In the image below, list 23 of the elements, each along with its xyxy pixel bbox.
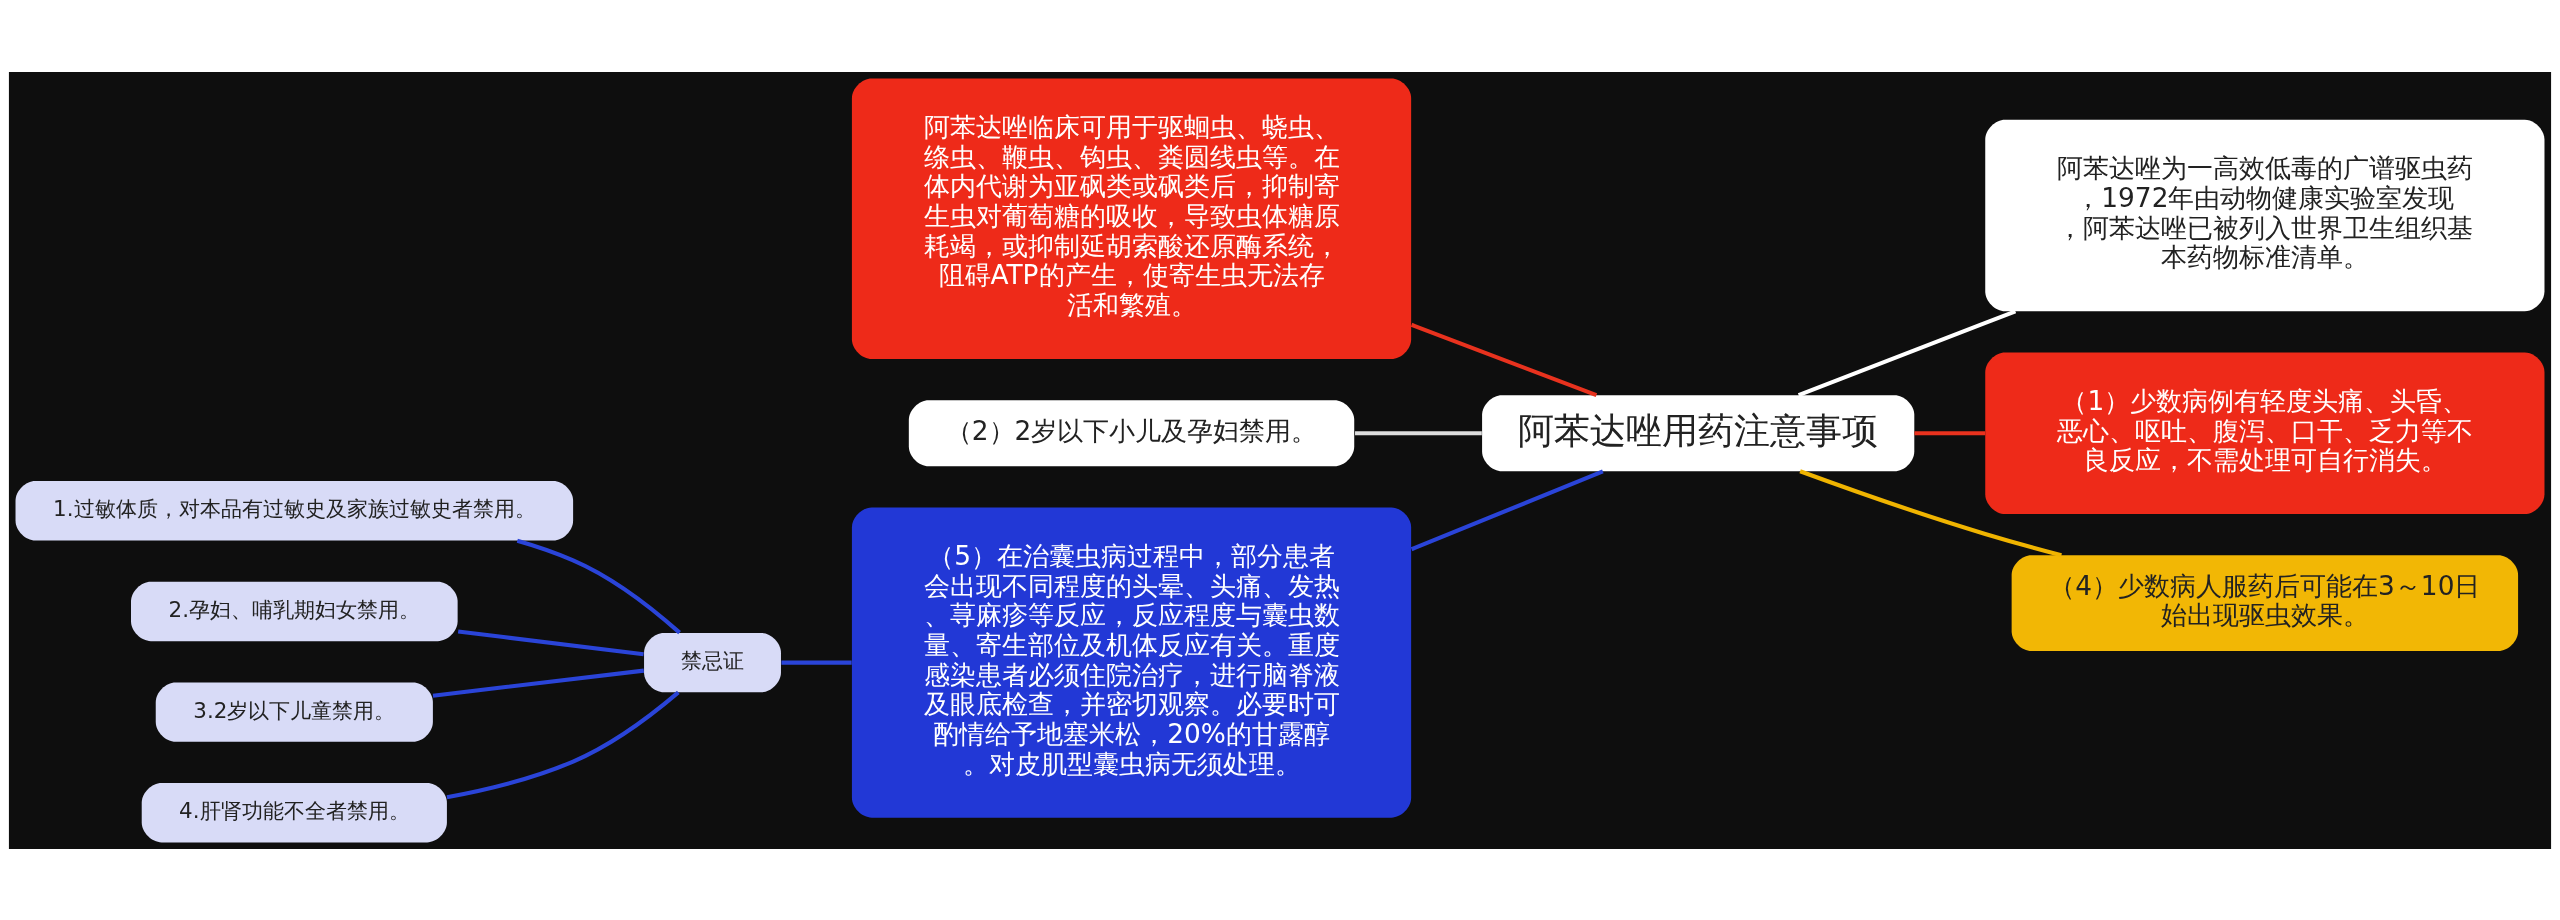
node-box: （2）2岁以下小儿及孕妇禁用。: [908, 399, 1355, 466]
connector: [1355, 430, 1482, 435]
connector: [1914, 430, 1986, 435]
connector: [781, 660, 852, 665]
node-box: 3.2岁以下儿童禁用。: [155, 681, 433, 742]
connector: [432, 668, 645, 698]
node-box: 禁忌证: [644, 632, 781, 692]
connector: [1797, 308, 2017, 397]
node-box: （1）少数病例有轻度头痛、头昏、恶心、呕吐、腹泻、口干、乏力等不良反应，不需处理可自行消失。: [1985, 351, 2545, 514]
node-box: 阿苯达唑为一高效低毒的广谱驱虫药，1972年由动物健康实验室发现，阿苯达唑已被列入世界卫生组织基本药物标准清单。: [1985, 119, 2545, 311]
node-box: 1.过敏体质，对本品有过敏史及家族过敏史者禁用。: [15, 480, 574, 540]
node-box: 阿苯达唑临床可用于驱蛔虫、蛲虫、绦虫、鞭虫、钩虫、粪圆线虫等。在体内代谢为亚砜类或砜类后，抑制寄生虫对葡萄糖的吸收，导致虫体糖原耗竭，或抑制延胡索酸还原酶系统，阻碍ATP的产生，使寄生虫无法存活和繁殖。: [851, 78, 1412, 359]
node-box: （4）少数病人服药后可能在3～10日始出现驱虫效果。: [2011, 554, 2519, 651]
node-box: 阿苯达唑用药注意事项: [1482, 394, 1915, 471]
connector: [1799, 468, 2062, 557]
connector: [457, 628, 644, 656]
node-box: 2.孕妇、哺乳期妇女禁用。: [131, 581, 458, 641]
connector: [1410, 469, 1604, 551]
node-box: （5）在治囊虫病过程中，部分患者会出现不同程度的头晕、头痛、发热、荨麻疹等反应，反应程度与囊虫数量、寄生部位及机体反应有关。重度感染患者必须住院治疗，进行脑脊液及眼底检查，并密切观察。必要时可酌情给予地塞米松，20%的甘露醇。对皮肌型囊虫病无须处理。: [851, 507, 1412, 818]
connector: [446, 690, 680, 799]
node-box: 4.肝肾功能不全者禁用。: [141, 782, 447, 842]
connector: [1410, 322, 1598, 397]
connector: [516, 538, 681, 634]
